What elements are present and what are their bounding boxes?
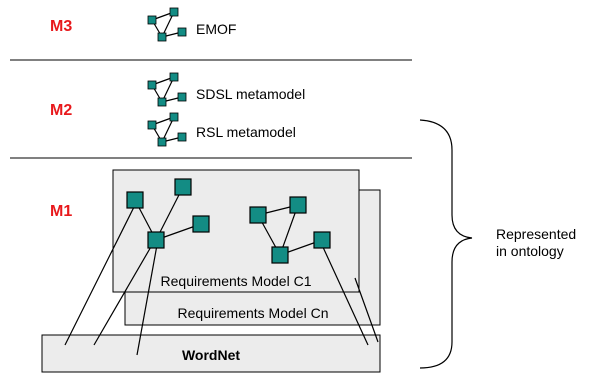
- graph-node: [249, 206, 267, 224]
- icon-node: [157, 32, 167, 42]
- model-graph-left: [126, 178, 210, 249]
- annotation-line-1: Represented: [496, 226, 577, 242]
- sdsl-metamodel-icon: [147, 72, 187, 107]
- graph-edge: [155, 186, 184, 241]
- rsl-metamodel-icon: [147, 112, 187, 147]
- rsl-metamodel-label: RSL metamodel: [196, 124, 296, 140]
- level-label-m3: M3: [50, 18, 73, 35]
- wordnet-link: [136, 244, 158, 356]
- wordnet-link: [354, 277, 379, 343]
- graph-node: [192, 215, 210, 233]
- graph-node: [313, 231, 331, 249]
- requirements-model-c1-box: [112, 169, 360, 293]
- icon-node: [147, 120, 157, 130]
- icon-node: [147, 15, 157, 25]
- graph-node: [126, 191, 144, 209]
- graph-node: [147, 231, 165, 249]
- icon-node: [169, 7, 179, 17]
- level-label-m2: M2: [50, 102, 73, 119]
- requirements-model-c1-label: Requirements Model C1: [161, 273, 312, 289]
- sdsl-metamodel-label: SDSL metamodel: [196, 86, 306, 102]
- icon-node: [169, 112, 179, 122]
- requirements-model-cn-label: Requirements Model Cn: [178, 305, 329, 321]
- icon-node: [157, 137, 167, 147]
- graph-node: [289, 196, 307, 214]
- graph-node: [271, 246, 289, 264]
- icon-node: [147, 80, 157, 90]
- annotation-line-2: in ontology: [496, 243, 564, 259]
- graph-node: [174, 178, 192, 196]
- emof-label: EMOF: [196, 21, 237, 37]
- wordnet-label: WordNet: [182, 347, 240, 363]
- brace: [419, 119, 473, 369]
- wordnet-links: [64, 204, 379, 356]
- level-label-m1: M1: [50, 203, 73, 220]
- wordnet-link: [321, 244, 369, 346]
- icon-node: [177, 27, 187, 37]
- wordnet-link: [64, 204, 136, 346]
- emof-icon: [147, 7, 187, 42]
- icon-node: [177, 92, 187, 102]
- wordnet-link: [93, 244, 153, 346]
- wordnet-box: [41, 334, 381, 373]
- icon-node: [177, 132, 187, 142]
- icon-node: [157, 97, 167, 107]
- model-graph-right: [249, 196, 331, 264]
- icon-node: [169, 72, 179, 82]
